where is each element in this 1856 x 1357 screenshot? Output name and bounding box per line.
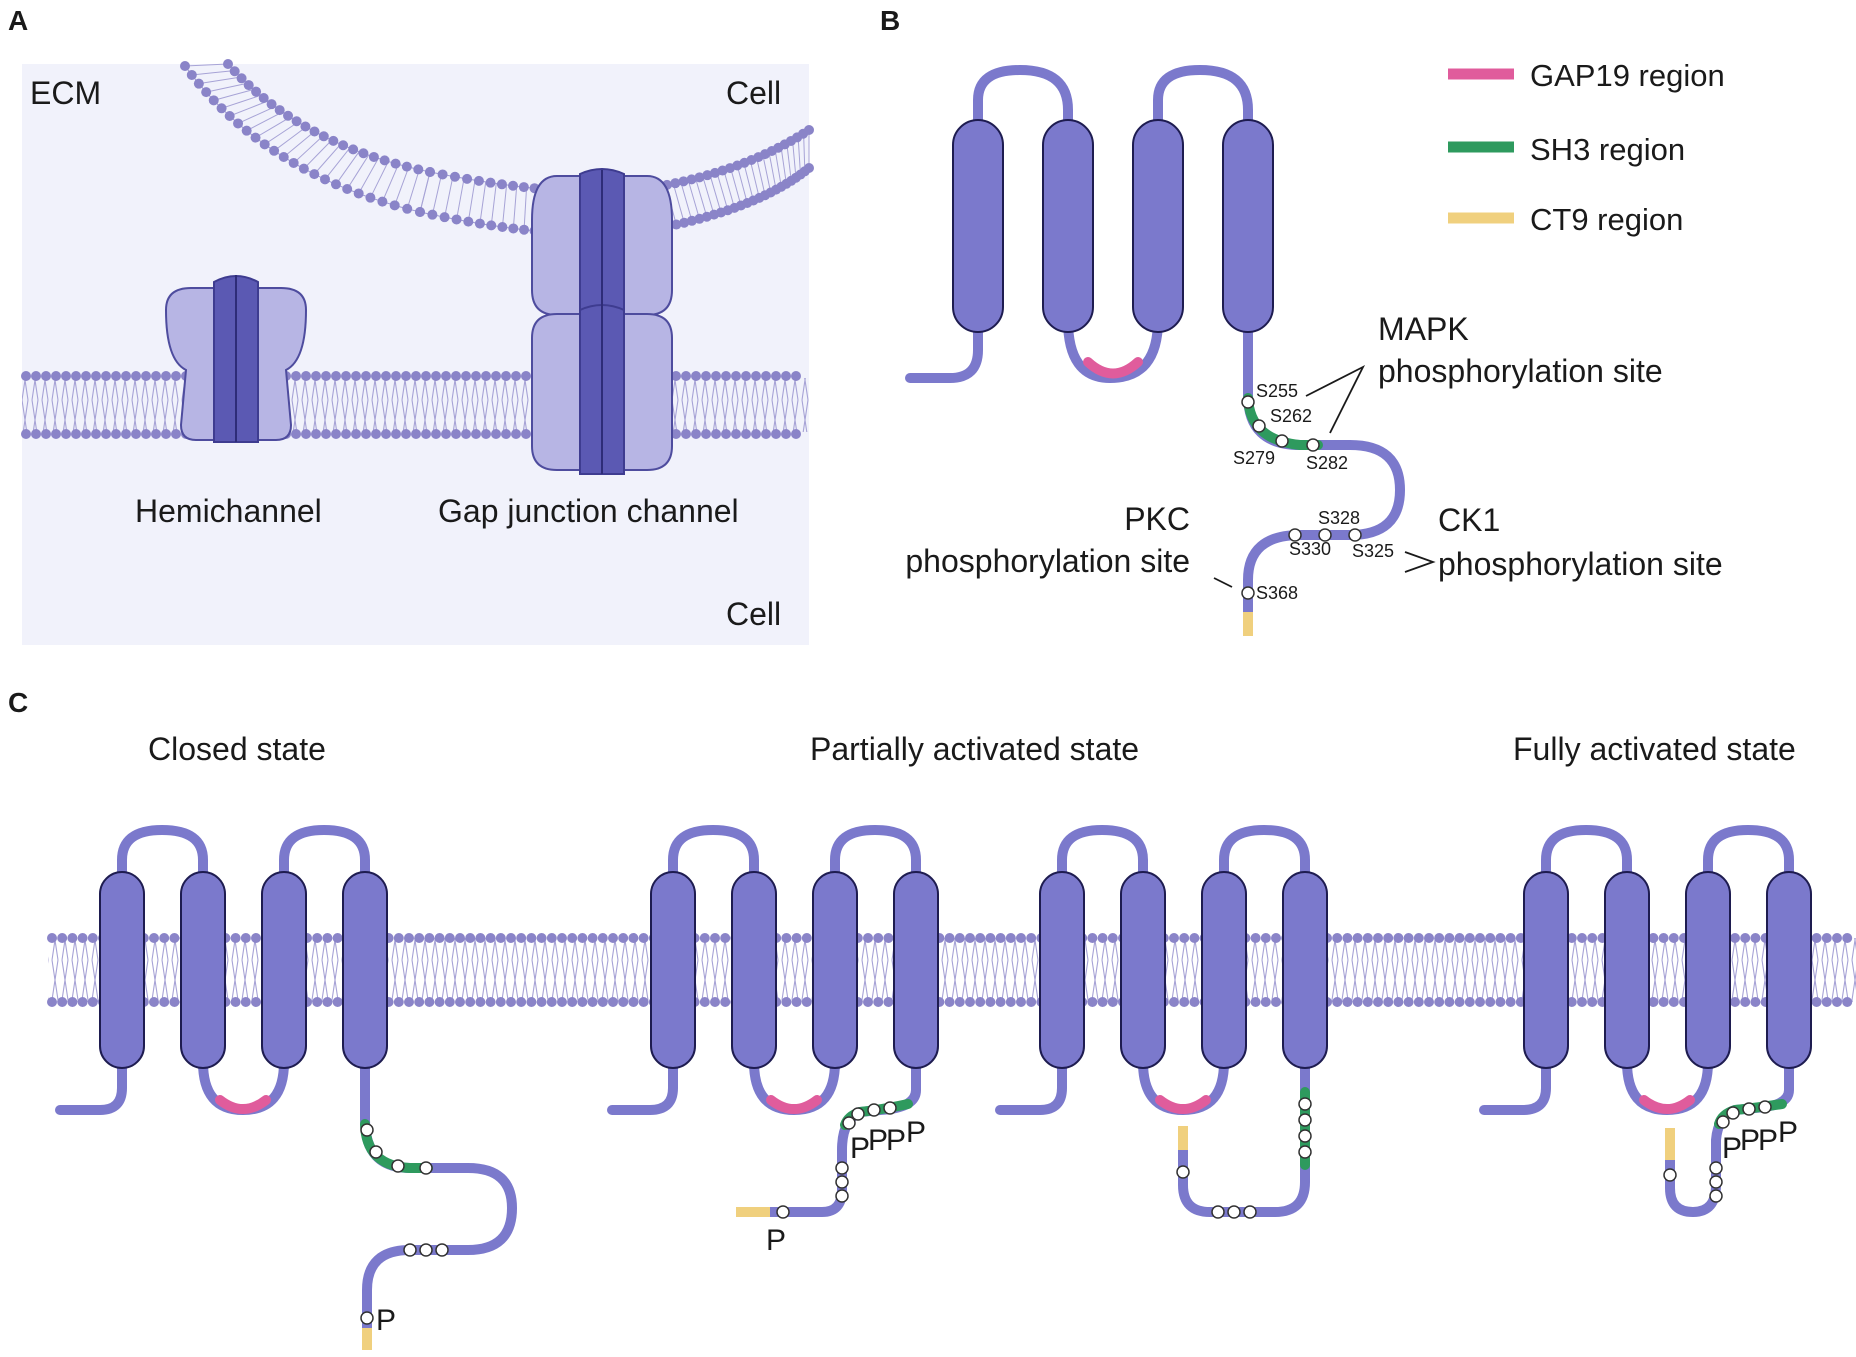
pkc-label-2: phosphorylation site [905, 543, 1190, 579]
gap-junction-shape [531, 168, 673, 475]
closed-state-title: Closed state [148, 731, 326, 767]
panel-b-letter: B [880, 5, 900, 36]
pkc-label-1: PKC [1124, 501, 1190, 537]
ck1-label-2: phosphorylation site [1438, 546, 1723, 582]
panel-b: B [880, 5, 1725, 636]
phosphorylation-site-markers [1241, 395, 1362, 600]
partial-state-title: Partially activated state [810, 731, 1139, 767]
partial-1-p-3: P [886, 1124, 906, 1157]
site-s282: S282 [1306, 453, 1348, 473]
hemichannel-shape [164, 275, 308, 443]
closed-state-protein: P [55, 824, 518, 1350]
site-s255: S255 [1256, 381, 1298, 401]
gap-junction-label: Gap junction channel [438, 493, 739, 529]
full-p-1: P [1722, 1132, 1742, 1165]
straight-membrane [21, 371, 809, 439]
partial-1-p-5: P [766, 1224, 786, 1257]
legend-label-ct9: CT9 region [1530, 202, 1683, 237]
partial-1-p-1: P [850, 1132, 870, 1165]
full-p-4: P [1778, 1116, 1798, 1149]
partial-1-p-4: P [906, 1116, 926, 1149]
partial-state-protein-2 [995, 824, 1328, 1219]
site-s368: S368 [1256, 583, 1298, 603]
panel-c-letter: C [8, 687, 28, 718]
legend-label-sh3: SH3 region [1530, 132, 1685, 167]
callout-lines [1213, 364, 1436, 588]
full-p-2: P [1740, 1124, 1760, 1157]
cell-bottom-label: Cell [726, 596, 781, 632]
transmembrane-helices [952, 119, 1274, 333]
legend-label-gap19: GAP19 region [1530, 58, 1725, 93]
ck1-label-1: CK1 [1438, 502, 1500, 538]
partial-state-protein-1: P P P P P [607, 824, 939, 1257]
ecm-label: ECM [30, 75, 101, 111]
full-state-title: Fully activated state [1513, 731, 1796, 767]
mapk-label-2: phosphorylation site [1378, 353, 1663, 389]
partial-1-p-2: P [868, 1124, 888, 1157]
panel-a: A ECM Cell Cell [8, 5, 814, 645]
mapk-label-1: MAPK [1378, 311, 1469, 347]
full-p-3: P [1758, 1124, 1778, 1157]
site-s325: S325 [1352, 541, 1394, 561]
site-s279: S279 [1233, 448, 1275, 468]
panel-c: C Closed state Partially activated state… [8, 687, 1856, 1350]
hemichannel-label: Hemichannel [135, 493, 322, 529]
site-s328: S328 [1318, 508, 1360, 528]
panel-c-membrane [47, 933, 1856, 1007]
site-s262: S262 [1270, 406, 1312, 426]
panel-a-background [22, 64, 809, 645]
full-state-protein: P P P P [1479, 824, 1812, 1218]
cell-top-label: Cell [726, 75, 781, 111]
closed-p-label: P [376, 1304, 396, 1337]
site-s330: S330 [1289, 539, 1331, 559]
legend: GAP19 region SH3 region CT9 region [1448, 58, 1725, 237]
panel-a-letter: A [8, 5, 28, 36]
